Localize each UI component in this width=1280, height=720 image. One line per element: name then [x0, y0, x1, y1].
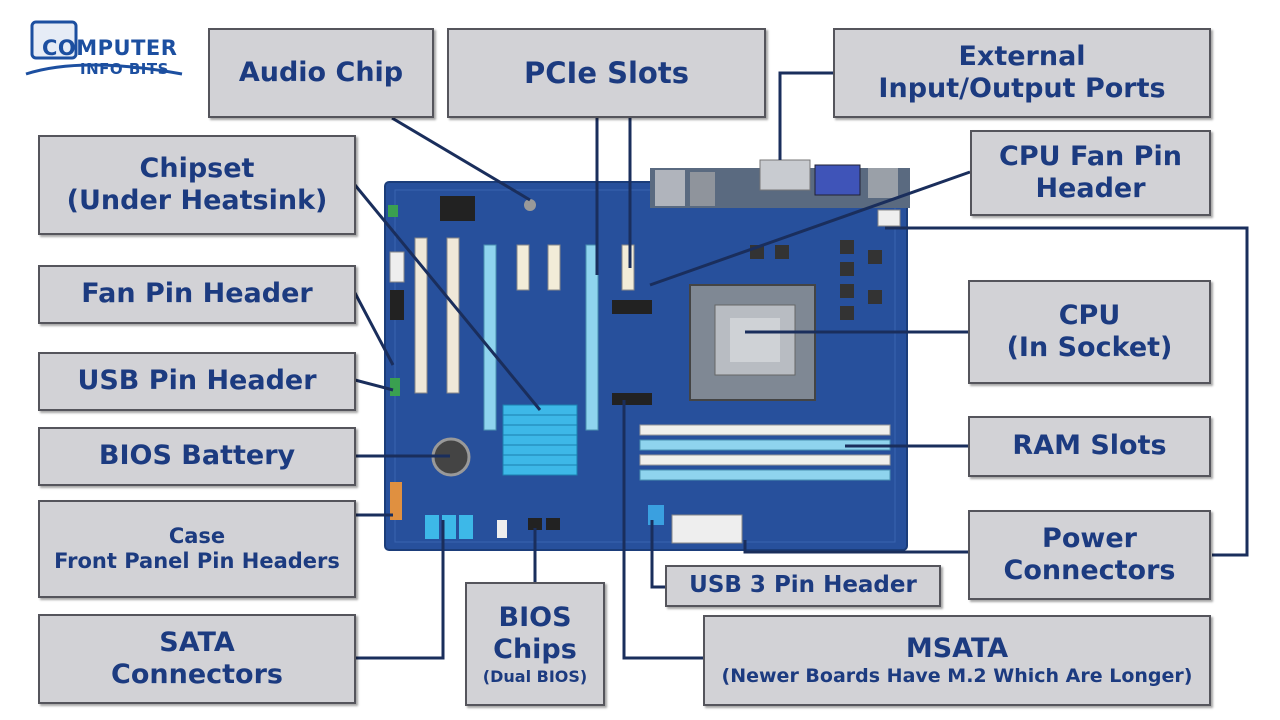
label-msata-line2: (Newer Boards Have M.2 Which Are Longer) — [721, 665, 1193, 688]
label-chipset: Chipset (Under Heatsink) — [38, 135, 356, 235]
label-usb3-pin-header: USB 3 Pin Header — [665, 565, 941, 607]
label-sata-connectors: SATA Connectors — [38, 614, 356, 704]
label-fan-pin-header: Fan Pin Header — [38, 265, 356, 324]
label-usb-pin-header-text: USB Pin Header — [77, 365, 317, 397]
label-case-front-panel: Case Front Panel Pin Headers — [38, 500, 356, 598]
ram-slot — [639, 469, 891, 481]
label-chipset-line2: (Under Heatsink) — [66, 185, 328, 216]
label-usb3-pin-header-text: USB 3 Pin Header — [689, 572, 917, 599]
leader-line-ports — [778, 71, 833, 160]
pci-slot — [446, 237, 460, 394]
pcie-x1-slot — [516, 244, 530, 291]
leader-line-cpu-fan — [649, 170, 971, 287]
label-chipset-line1: Chipset — [139, 152, 255, 184]
atx-24pin-connector — [671, 514, 743, 544]
pcie-x16-slot — [483, 244, 497, 431]
label-bios-chips-line1: BIOS — [498, 602, 572, 634]
label-case-front-panel-line1: Case — [168, 523, 226, 548]
pcie-x1-slot — [547, 244, 561, 291]
leader-line-fan — [353, 292, 395, 366]
label-bios-chips-line2: Chips — [493, 634, 577, 666]
label-sata-connectors-line1: SATA — [159, 626, 235, 658]
label-cpu-fan-header-line1: CPU Fan Pin — [999, 140, 1182, 172]
label-msata-line1: MSATA — [905, 632, 1009, 664]
leader-line-power — [743, 540, 968, 554]
label-cpu-line2: (In Socket) — [1006, 332, 1173, 363]
label-fan-pin-header-text: Fan Pin Header — [81, 278, 313, 310]
bios-chip — [546, 518, 560, 530]
label-audio-chip-text: Audio Chip — [238, 56, 404, 88]
label-usb-pin-header: USB Pin Header — [38, 352, 356, 411]
label-power-connectors-line1: Power — [1042, 522, 1137, 554]
parallel-port — [759, 159, 811, 191]
label-cpu-line1: CPU — [1058, 299, 1121, 331]
usb-pin-header — [390, 378, 400, 396]
label-audio-chip: Audio Chip — [208, 28, 434, 118]
leader-line-power-outer — [1212, 226, 1249, 557]
vga-port — [814, 164, 861, 196]
leader-line-audio — [391, 116, 531, 202]
label-bios-chips-line3: (Dual BIOS) — [482, 666, 588, 686]
label-power-connectors: Power Connectors — [968, 510, 1211, 600]
leader-line-msata — [622, 400, 703, 660]
leader-line-sata — [355, 520, 445, 660]
label-bios-battery-text: BIOS Battery — [98, 440, 296, 472]
sata-port — [459, 515, 473, 539]
label-bios-battery: BIOS Battery — [38, 427, 356, 486]
label-pcie-slots: PCIe Slots — [447, 28, 766, 118]
label-external-ports-line2: Input/Output Ports — [878, 73, 1166, 104]
label-msata: MSATA (Newer Boards Have M.2 Which Are L… — [703, 615, 1211, 706]
label-ram-slots: RAM Slots — [968, 416, 1211, 477]
label-bios-chips: BIOS Chips (Dual BIOS) — [465, 582, 605, 706]
label-case-front-panel-line2: Front Panel Pin Headers — [54, 549, 340, 573]
ram-slot — [639, 454, 891, 466]
label-pcie-slots-text: PCIe Slots — [524, 55, 689, 90]
label-cpu-fan-header-line2: Header — [1035, 173, 1146, 204]
sata-port — [442, 515, 456, 539]
label-external-ports: External Input/Output Ports — [833, 28, 1211, 118]
label-cpu: CPU (In Socket) — [968, 280, 1211, 384]
logo: COMPUTER INFO BITS — [22, 16, 197, 86]
pcie-x16-slot — [585, 244, 599, 431]
label-power-connectors-line2: Connectors — [1003, 555, 1176, 586]
audio-chip — [440, 196, 475, 221]
leader-line-chipset — [353, 184, 542, 411]
sata-port — [425, 515, 439, 539]
chipset-heatsink — [502, 404, 578, 476]
label-ram-slots-text: RAM Slots — [1012, 430, 1167, 462]
logo-line2: INFO BITS — [80, 60, 169, 78]
label-sata-connectors-line2: Connectors — [111, 659, 283, 690]
pci-slot — [414, 237, 428, 394]
label-external-ports-line1: External — [958, 40, 1086, 72]
ram-slot — [639, 424, 891, 436]
monitor-icon — [25, 20, 183, 76]
atx-12v-connector — [877, 209, 901, 227]
logo-line1: COMPUTER — [42, 36, 178, 60]
msata-slot — [612, 393, 652, 405]
front-panel-header — [390, 482, 402, 520]
label-cpu-fan-header: CPU Fan Pin Header — [970, 130, 1211, 216]
leader-line-usb3 — [650, 520, 665, 589]
bios-chip — [528, 518, 542, 530]
leader-line-usb — [354, 378, 394, 392]
